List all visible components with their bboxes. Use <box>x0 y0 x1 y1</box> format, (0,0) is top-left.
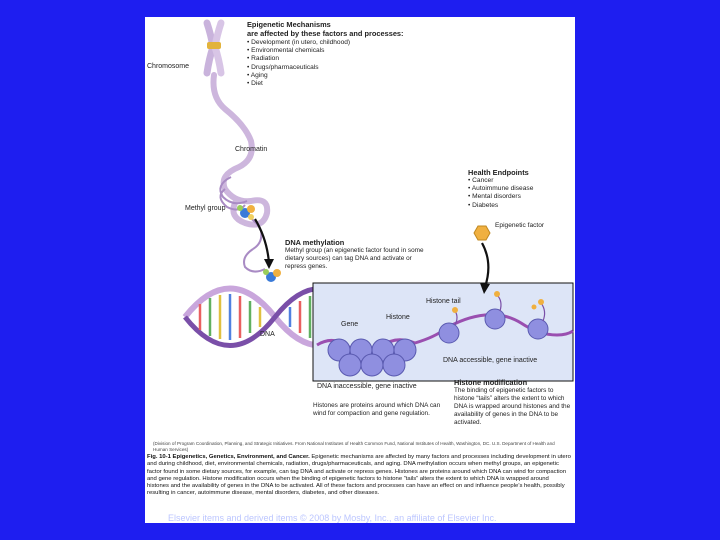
chromosome-graphic <box>203 19 225 77</box>
label-dna-inaccessible: DNA inaccessible, gene inactive <box>317 383 417 390</box>
health-list: CancerAutoimmune diseaseMental disorders… <box>468 177 534 210</box>
label-gene: Gene <box>341 321 359 328</box>
label-methyl-group: Methyl group <box>185 205 226 212</box>
histone-note: Histones are proteins around which DNA c… <box>313 402 441 417</box>
figure-caption: Fig. 10-1 Epigenetics, Genetics, Environ… <box>147 454 571 498</box>
list-item: Environmental chemicals <box>247 47 350 55</box>
methylation-text: Methyl group (an epigenetic factor found… <box>285 247 424 270</box>
methylation-title: DNA methylation <box>285 238 345 247</box>
list-item: Aging <box>247 72 350 80</box>
caption-text: Epigenetic mechanisms are affected by ma… <box>147 454 571 497</box>
mechanisms-title-line1: Epigenetic Mechanisms <box>247 20 331 29</box>
bound-factors <box>452 291 544 313</box>
dna-methyl-icon <box>263 269 281 282</box>
open-histones <box>438 308 549 344</box>
list-item: Diabetes <box>468 202 533 210</box>
list-item: Diet <box>247 80 350 88</box>
label-histone-tail: Histone tail <box>426 298 461 305</box>
histone-cluster <box>327 338 417 377</box>
label-chromatin: Chromatin <box>235 146 268 153</box>
methyl-group-icon <box>237 205 255 220</box>
mechanisms-list: Development (in utero, childhood)Environ… <box>247 39 350 88</box>
histone-mod-title: Histone modification <box>454 378 528 387</box>
label-histone: Histone <box>386 314 410 321</box>
health-title: Health Endpoints <box>468 168 529 177</box>
illustration <box>182 19 574 382</box>
caption-fig-number: Fig. 10-1 <box>147 454 171 460</box>
label-dna: DNA <box>260 331 275 338</box>
caption-bold-title: Epigenetics, Genetics, Environment, and … <box>172 454 310 460</box>
source-note: (Division of Program Coordination, Plann… <box>153 441 555 452</box>
list-item: Development (in utero, childhood) <box>247 39 350 47</box>
label-dna-accessible: DNA accessible, gene inactive <box>443 357 538 364</box>
mechanisms-title-line2: are affected by these factors and proces… <box>247 29 404 38</box>
label-chromosome: Chromosome <box>147 63 190 70</box>
epigenetic-factor-icon <box>473 225 491 241</box>
histone-mod-text: The binding of epigenetic factors to his… <box>454 387 571 426</box>
list-item: Radiation <box>247 55 350 63</box>
mechanisms-title: Epigenetic Mechanisms are affected by th… <box>247 20 404 38</box>
list-item: Mental disorders <box>468 193 533 201</box>
copyright-notice: Elsevier items and derived items © 2008 … <box>168 513 497 523</box>
list-item: Drugs/pharmaceuticals <box>247 64 350 72</box>
list-item: Cancer <box>468 177 533 185</box>
figure-panel: Epigenetic Mechanisms are affected by th… <box>145 17 575 523</box>
histone-modification-arrow <box>481 242 490 288</box>
label-epigenetic-factor: Epigenetic factor <box>495 222 545 229</box>
list-item: Autoimmune disease <box>468 185 534 193</box>
